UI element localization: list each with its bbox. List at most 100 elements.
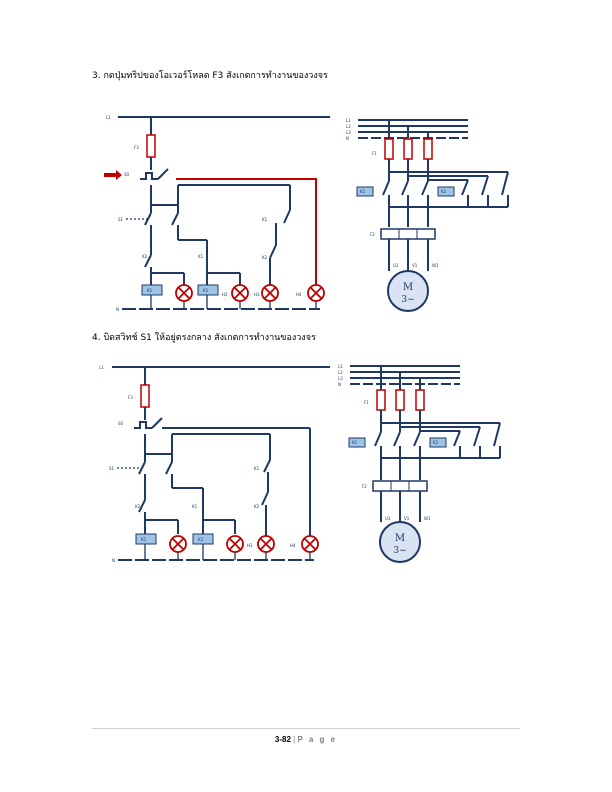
f-main-label: F1 <box>372 151 377 156</box>
k1-label: K1 <box>262 217 268 222</box>
lamp-h4 <box>301 535 319 553</box>
n-label: N <box>112 558 115 563</box>
h4-label: H4 <box>290 543 296 548</box>
k1-coil <box>135 533 157 545</box>
k2-contactor-label: K2 <box>441 189 447 194</box>
interlock-contact <box>138 499 146 513</box>
footer-separator: | <box>293 735 296 744</box>
control-circuit: L1 F3 S0 S1 K1 K2 K2 K <box>99 365 330 563</box>
page-number: 3-82 <box>274 735 291 744</box>
k1-aux-contact <box>283 209 291 224</box>
lamp-h3 <box>257 535 275 553</box>
s1-contact-b <box>165 461 173 475</box>
k1-main-contacts <box>374 431 421 480</box>
k1-contactor-tag <box>348 437 366 448</box>
overload-relay-f2 <box>380 228 436 271</box>
exercise-4-heading: 4. บิดสวิทช์ S1 ให้อยู่ตรงกลาง สังเกตการ… <box>92 333 316 343</box>
p-l3-label: L3 <box>346 130 351 135</box>
trip-arrow-icon <box>104 170 122 180</box>
wire <box>151 417 163 429</box>
overload-contact <box>134 421 152 429</box>
u1-label: U1 <box>393 263 399 268</box>
power-circuit: L1 L2 L3 N F1 K1 K2 <box>338 364 501 563</box>
k2-interlock-label: K2 <box>142 254 148 259</box>
motor-icon <box>379 521 421 563</box>
motor-m-label: M <box>403 282 413 293</box>
fuse-f3 <box>140 384 150 408</box>
s0-label: S0 <box>124 172 130 177</box>
p-l1-label: L1 <box>338 364 343 369</box>
f-main-label: F1 <box>364 400 369 405</box>
p-l1-label: L1 <box>346 118 351 123</box>
lamp-h2 <box>231 284 249 302</box>
circuit-diagram-overload-trip: L1 F3 S0 S1 K1 K2 K2 <box>104 115 509 312</box>
k2-label: K2 <box>262 255 268 260</box>
k1-contactor-label: K1 <box>352 440 358 445</box>
lamp-h1 <box>175 284 193 302</box>
k2-contactor-tag <box>437 186 455 197</box>
motor-3phase-label: 3~ <box>401 295 414 305</box>
k2-main-contacts <box>381 422 501 459</box>
k1-coil <box>141 284 163 296</box>
overload-relay-f2 <box>372 480 428 522</box>
f2-label: F2 <box>370 232 375 237</box>
motor-3phase-label: 3~ <box>393 546 406 556</box>
fuse-f3 <box>146 134 156 158</box>
k1-interlock-label: K1 <box>198 254 204 259</box>
k2-coil-label: K2 <box>203 288 209 293</box>
control-circuit: L1 F3 S0 S1 K1 K2 K2 <box>104 115 330 312</box>
footer-divider <box>92 728 520 729</box>
n-label: N <box>116 307 119 312</box>
k2-coil-label: K2 <box>198 537 204 542</box>
main-fuses <box>376 366 425 432</box>
s1-label: S1 <box>118 217 124 222</box>
p-l3-label: L3 <box>338 376 343 381</box>
circuit-diagram-selector-center: L1 F3 S0 S1 K1 K2 K2 K <box>99 364 501 563</box>
l1-label: L1 <box>106 115 111 120</box>
motor-icon <box>387 270 429 312</box>
k1-coil-label: K1 <box>141 537 147 542</box>
overload-contact <box>140 172 158 180</box>
k1-main-contacts <box>382 180 429 227</box>
h3-label: H3 <box>254 292 260 297</box>
k1-contactor-label: K1 <box>360 189 366 194</box>
k2-interlock-label: K2 <box>135 504 141 509</box>
p-n-label: N <box>346 136 349 141</box>
k1-interlock-label: K1 <box>192 504 198 509</box>
f3-label: F3 <box>134 145 139 150</box>
k2-coil <box>197 284 219 296</box>
k1-coil-label: K1 <box>147 288 153 293</box>
f3-label: F3 <box>128 395 133 400</box>
fault-path-wire <box>176 178 317 293</box>
v1-label: V1 <box>412 263 418 268</box>
wire <box>157 168 169 180</box>
lamp-h3 <box>261 284 279 302</box>
motor-m-label: M <box>395 533 405 544</box>
v1-label: V1 <box>404 516 410 521</box>
k2-contactor-label: K2 <box>433 440 439 445</box>
s1-contact-b <box>171 212 179 226</box>
s1-label: S1 <box>109 466 115 471</box>
power-circuit: L1 L2 L3 N F1 K1 K2 <box>346 118 509 312</box>
s0-label: S0 <box>118 421 124 426</box>
w1-label: W1 <box>424 516 431 521</box>
k2-contactor-tag <box>429 437 447 448</box>
p-n-label: N <box>338 382 341 387</box>
w1-label: W1 <box>432 263 439 268</box>
k1-contactor-tag <box>356 186 374 197</box>
k2-aux-contact <box>261 491 269 506</box>
h4-label: H4 <box>296 292 302 297</box>
lamp-h2 <box>226 535 244 553</box>
k2-main-contacts <box>389 171 509 208</box>
f2-label: F2 <box>362 484 367 489</box>
s1-contact-a <box>144 212 152 226</box>
page-word: P a g e <box>297 735 338 744</box>
h2-label: H2 <box>222 292 228 297</box>
interlock-contact <box>144 254 152 268</box>
k1-label: K1 <box>254 466 260 471</box>
p-l2-label: L2 <box>338 370 343 375</box>
main-fuses <box>384 120 433 181</box>
u1-label: U1 <box>385 516 391 521</box>
p-l2-label: L2 <box>346 124 351 129</box>
h3-label: H3 <box>247 543 253 548</box>
